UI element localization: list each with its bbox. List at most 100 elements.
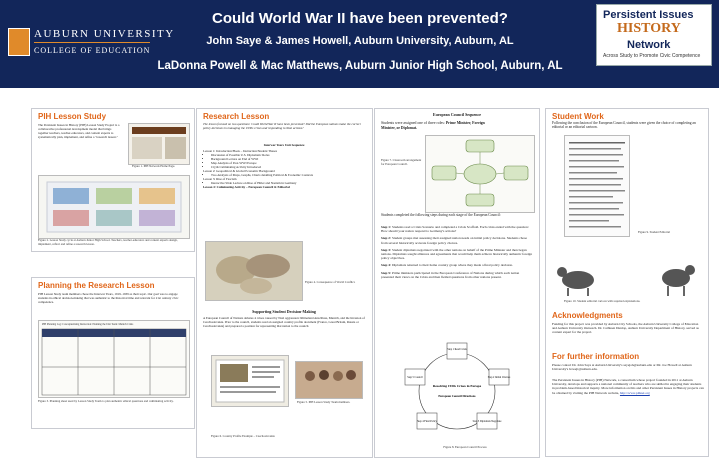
student-editorial-page — [569, 142, 625, 228]
editorial-line — [569, 172, 617, 174]
profile-photo — [220, 364, 248, 382]
poster-authors: LaDonna Powell & Mac Matthews, Auburn Ju… — [157, 60, 563, 72]
council-step: Step 5: Prime ministers participated in … — [381, 271, 533, 279]
further-info-network: The Persistent Issues in History (PIH) N… — [552, 378, 704, 395]
logo-line-1: Persistent Issues — [603, 9, 694, 21]
cycle-step-5 — [96, 210, 132, 226]
cycle-node-4-label: Step 4 Final Policy — [417, 420, 438, 423]
council-process-cycle: Step 1 Read Crisis Step 2 Initial Choice… — [404, 342, 510, 430]
figure-3-caption: Figure 3. Planning sheet used by Lesson … — [38, 399, 174, 403]
lesson-1-items: Discussion of Possible U.S. Diplomatic R… — [203, 153, 365, 169]
council-steps-intro: Students completed the following steps d… — [381, 213, 501, 217]
step-text: Student diplomats negotiated with the ot… — [381, 247, 533, 261]
team-member — [305, 371, 315, 381]
editorial-line — [569, 208, 619, 210]
lesson-4-title: Lesson 4: Culminating Activity – Europea… — [203, 185, 290, 189]
council-steps-list: Step 1: Students read a Crisis Scenario … — [381, 225, 533, 282]
pih-lesson-study-panel: PIH Lesson Study The Persistent Issues i… — [31, 108, 195, 252]
figure-5-caption: Figure 5. PIH Lesson Study Team members. — [297, 400, 351, 404]
step-label: Step 5: — [381, 270, 392, 275]
map-region-west — [216, 256, 256, 284]
figure-10-caption: Figure 10. Student editorial cartoon wit… — [564, 299, 641, 303]
team-member — [333, 371, 343, 381]
profile-line — [252, 366, 280, 368]
editorial-line — [569, 190, 625, 192]
pih-body: The Persistent Issues in History (PIH) L… — [38, 123, 120, 139]
team-photo-figure — [295, 361, 363, 399]
step-label: Step 4: — [381, 263, 392, 268]
nation-group-right — [503, 165, 529, 181]
step-label: Step 1: — [381, 225, 392, 229]
figure-1-caption: Figure 1. PIH Network Home Page. — [132, 164, 176, 168]
cycle-center-label: Resolving 1930s Crises in Europe — [433, 384, 482, 388]
council-process-figure: Step 1 Read Crisis Step 2 Initial Choice… — [395, 335, 519, 443]
country-profile-figure — [211, 355, 289, 407]
planning-panel: Planning the Research Lesson PIH Lesson … — [31, 277, 195, 429]
cycle-node-5-label: Step 5 Council — [407, 376, 423, 379]
figure-4-caption: Figure 4. Consequence of World Conflict. — [305, 280, 356, 284]
figure-8-caption: Figure 8. European Council Process — [443, 445, 487, 449]
cycle-step-6 — [139, 210, 175, 226]
homepage-content — [132, 137, 162, 159]
lesson-1-title: Lesson 1: Introduction/Hook – Instructio… — [203, 149, 278, 153]
planning-heading: Planning the Research Lesson — [38, 281, 155, 290]
research-intro: The lesson focused on two questions: Cou… — [203, 122, 361, 130]
pih-network-link[interactable]: http://www.pihnet.org — [619, 390, 650, 395]
planning-table-title: PIH Planning Log: Conceptualizing Instru… — [42, 323, 134, 326]
world-conflict-figure — [205, 241, 303, 301]
council-intro-text: Students were assigned one of three role… — [381, 121, 445, 125]
cycle-node-3-label: Step 3 Diplomats Negotiate — [473, 420, 503, 423]
logo-line-3: Network — [627, 39, 671, 51]
connector — [455, 172, 465, 175]
logo-divider — [34, 42, 150, 43]
homepage-banner — [132, 127, 186, 134]
editorial-line — [569, 142, 625, 144]
council-step: Step 4: Diplomats returned to their home… — [381, 263, 533, 267]
poster-title: Could World War II have been prevented? — [212, 10, 508, 27]
acknowledgments-panel: Acknowledgments Funding for this project… — [545, 310, 709, 353]
step-text: Student groups met assessing their assig… — [381, 236, 527, 245]
further-info-contact: Please contact Dr. John Saye at Auburn U… — [552, 363, 692, 372]
lesson-study-cycle-figure — [38, 175, 190, 239]
planning-sheet-figure: PIH Planning Log: Conceptualizing Instru… — [38, 320, 190, 398]
connector — [495, 172, 505, 175]
poster-subtitle: John Saye & James Howell, Auburn Univers… — [206, 35, 514, 47]
step-text: Students read a Crisis Scenario and comp… — [381, 225, 529, 234]
editorial-line — [569, 226, 621, 228]
auburn-crest-icon — [8, 28, 30, 56]
team-member — [319, 370, 329, 380]
editorial-line — [569, 154, 623, 156]
lesson-2-item: Two Analysis of Maps, Graphs, Charts det… — [211, 173, 365, 177]
cycle-step-4 — [53, 210, 89, 226]
cycle-node-1 — [446, 342, 468, 360]
logo-university-name: AUBURN UNIVERSITY — [34, 28, 175, 40]
team-member — [346, 370, 356, 380]
step-text: Prime ministers participated in the Euro… — [381, 270, 520, 279]
editorial-line — [569, 202, 623, 204]
planning-table-grid — [41, 328, 187, 396]
nation-group-left — [431, 165, 457, 181]
lesson-1-item: CQ & Culminating Activity Introduced — [211, 165, 365, 169]
council-intro: Students were assigned one of three role… — [381, 121, 485, 130]
world-conflict-map — [206, 242, 302, 300]
lesson-1-item: Map Analysis of Post-WWI Europe — [211, 161, 365, 165]
acknowledgments-body: Funding for this project was provided by… — [552, 322, 699, 335]
cycle-node-1-label: Step 1 Read Crisis — [447, 348, 466, 351]
map-region-east — [246, 254, 290, 278]
planning-body: PIH Lesson Study team members chose the … — [38, 292, 179, 304]
pih-homepage-figure — [128, 123, 190, 165]
student-cartoon-drawing — [557, 265, 695, 296]
profile-line — [252, 371, 280, 373]
council-roles: Prime Minister, Foreign Minister, or Dip… — [381, 121, 485, 130]
unit-sequence-heading: Interwar Years Unit Sequence — [263, 143, 305, 147]
logo-tagline: Across Study to Promote Civic Competence — [603, 53, 701, 59]
acknowledgments-heading: Acknowledgments — [552, 311, 623, 320]
cycle-node-2-label: Step 2 Initial Choices — [488, 376, 510, 379]
cycle-step-3 — [139, 188, 175, 204]
student-work-heading: Student Work — [552, 112, 604, 121]
nation-group-top — [465, 139, 495, 153]
editorial-line — [569, 220, 609, 222]
classroom-diagram — [431, 139, 529, 207]
student-cartoon-panel: Figure 10. Student editorial cartoon wit… — [545, 256, 709, 311]
cartoon-figure-body — [662, 269, 690, 287]
